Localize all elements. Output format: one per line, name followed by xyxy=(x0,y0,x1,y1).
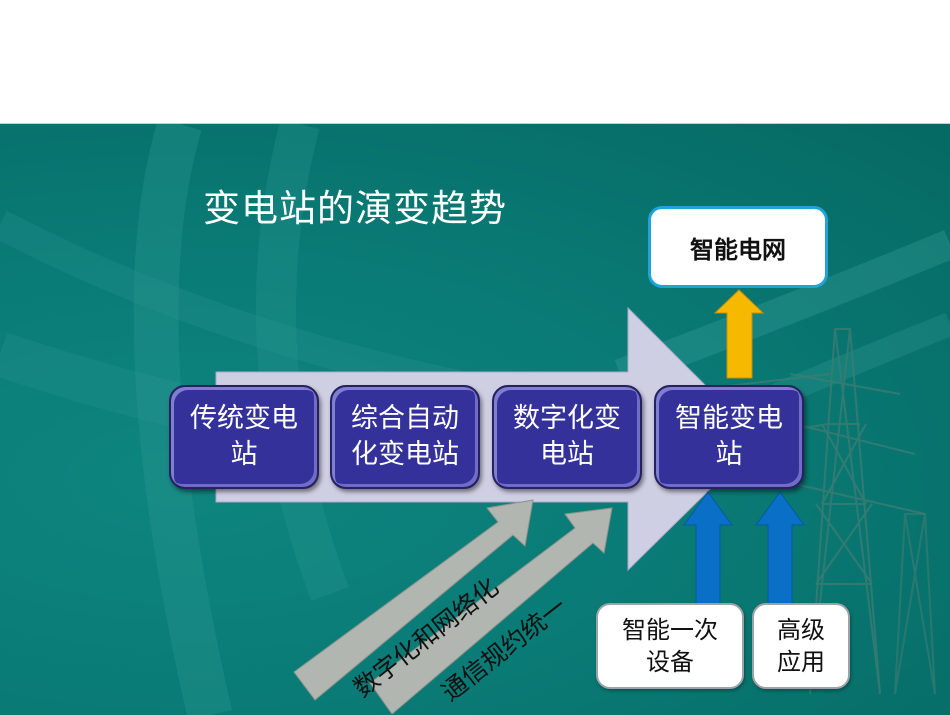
driver-arrow-1 xyxy=(293,499,534,701)
main-evolution-arrow xyxy=(215,306,761,572)
input-arrow-1 xyxy=(683,491,733,605)
output-arrow xyxy=(713,289,765,379)
driver-arrow-2 xyxy=(369,507,613,714)
stage-traditional-substation: 传统变电站 xyxy=(169,385,319,489)
input-arrow-2 xyxy=(755,491,805,605)
stage-digital-substation: 数字化变电站 xyxy=(492,385,642,489)
smart-grid-box: 智能电网 xyxy=(648,206,828,288)
tower-small-icon xyxy=(894,513,936,695)
stage-integrated-automation-substation: 综合自动化变电站 xyxy=(330,385,480,489)
input-advanced-applications: 高级应用 xyxy=(752,603,850,689)
header-blank-area xyxy=(0,0,950,123)
slide-title: 变电站的演变趋势 xyxy=(203,187,507,230)
input-smart-primary-equipment: 智能一次设备 xyxy=(596,603,744,689)
stage-smart-substation: 智能变电站 xyxy=(654,385,804,489)
